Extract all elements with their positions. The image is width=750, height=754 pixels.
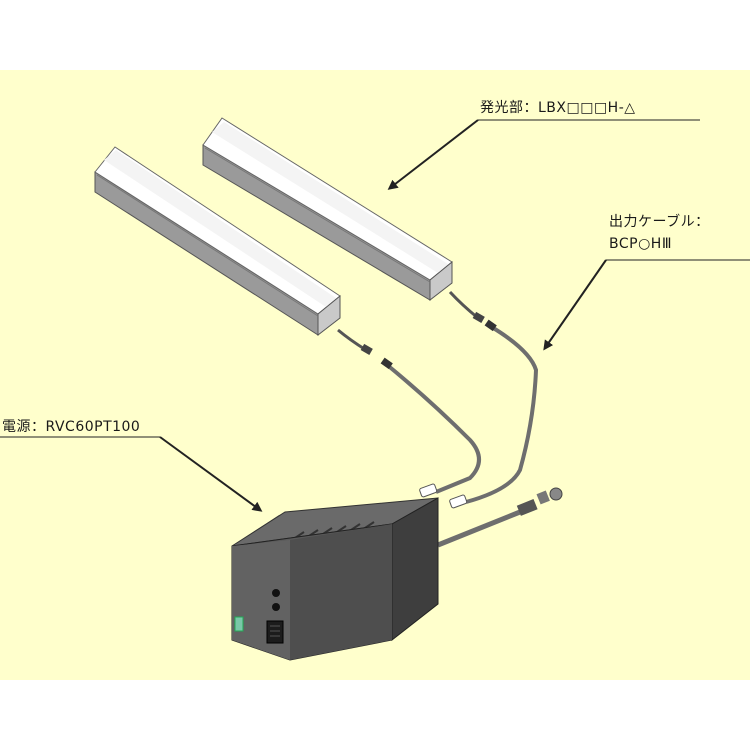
cable-label-line1: 出力ケーブル：: [609, 214, 710, 230]
connector-icon: [360, 343, 373, 355]
power-cord: [437, 487, 563, 548]
bar-cable-stubs: [337, 290, 485, 355]
power-supply-box: [231, 497, 439, 661]
emitter-label: 発光部：LBX□□□H-△: [480, 100, 636, 116]
plug-icon: [549, 487, 563, 501]
output-cables: [380, 319, 539, 509]
arrow-icon: [387, 119, 479, 190]
led-indicator-icon: [234, 616, 244, 632]
power-supply-label: 電源：RVC60PT100: [2, 419, 141, 435]
led-bar-front: [94, 146, 341, 337]
led-bar-back: [202, 117, 453, 302]
switch-icon: [266, 620, 284, 644]
leader-lines: [0, 119, 750, 512]
cable-label-line2: BCP○HⅢ: [609, 236, 672, 252]
